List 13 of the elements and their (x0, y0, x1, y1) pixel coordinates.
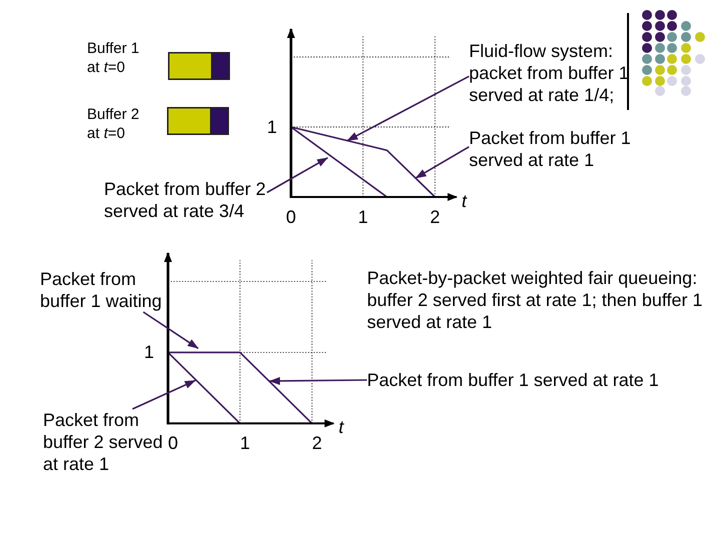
tick-label: 1 (358, 207, 368, 227)
buffer-label: Buffer 1 at t=0 (87, 39, 140, 77)
tick-label: 2 (312, 432, 322, 453)
axis-mark-label: 1 (266, 117, 277, 137)
note-text: Packet-by-packet weighted fair queueing: buffer 2 served first at rate 1; then buffer 1 served at rate 1 (367, 267, 704, 333)
tick-label: 0 (286, 207, 296, 227)
tick-label: 1 (240, 432, 250, 453)
buffer-label: Buffer 2 at t=0 (87, 105, 140, 143)
axis-mark-label: 1 (144, 342, 154, 362)
tick-label: 2 (430, 207, 440, 227)
axis-label: t (338, 416, 344, 437)
tick-label: 0 (168, 432, 178, 453)
axis-label: t (462, 191, 467, 211)
